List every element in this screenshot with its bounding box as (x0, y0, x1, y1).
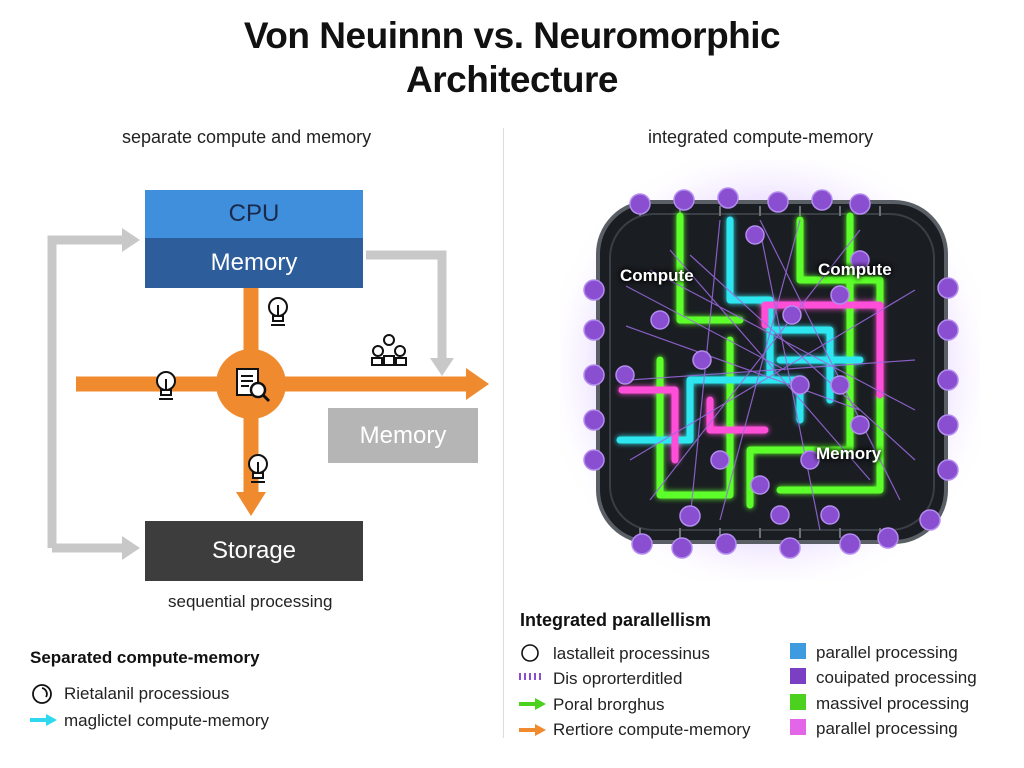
gray-right-drop-line (366, 250, 447, 360)
swatch-pink (790, 719, 806, 735)
left-subtitle: separate compute and memory (122, 127, 372, 147)
orange-arrow-icon (519, 724, 546, 736)
left-legend-title: Separated compute-memory (30, 648, 260, 667)
gray-arrowhead-right (122, 228, 140, 252)
cyan-arrow-icon (30, 714, 57, 726)
swatch-green (790, 694, 806, 710)
green-arrow-icon (519, 698, 546, 710)
lightbulb-icon (268, 297, 288, 326)
right-legend-item-2: Dis oprorterditled (553, 669, 683, 688)
cpu-box: CPU (145, 190, 363, 238)
right-legend-title: Integrated parallellism (520, 610, 712, 630)
orange-arrowhead-down (236, 492, 266, 516)
gray-arrowhead-down (430, 358, 454, 376)
left-legend-item-1: Rietalanil processious (64, 684, 230, 703)
lightbulb-icon (156, 371, 176, 400)
clock-icon (32, 684, 52, 704)
purple-dotted-line-icon (519, 673, 541, 680)
memory-box: Memory (145, 238, 363, 288)
gray-arrowhead-right-bottom (122, 536, 140, 560)
people-group-icon (371, 334, 407, 366)
right-color-item-1: parallel processing (816, 643, 958, 662)
right-legend-item-3: Poral brorghus (553, 695, 665, 714)
orange-arrowhead-right (466, 368, 489, 400)
right-color-item-2: couipated processing (816, 668, 977, 687)
gray-loop-top-line (47, 235, 125, 548)
neuromorphic-chip (560, 160, 980, 580)
right-subtitle: integrated compute-memory (648, 127, 874, 147)
storage-box: Storage (145, 521, 363, 581)
page-title: Von Neuinnn vs. Neuromorphic Architectur… (243, 15, 781, 100)
circle-outline-icon (521, 644, 539, 662)
lightbulb-icon (248, 454, 268, 483)
swatch-purple (790, 668, 806, 684)
left-legend-item-2: maglicteI compute-memory (64, 711, 270, 730)
panel-divider (503, 128, 504, 738)
chip-memory-label: Memory (816, 444, 882, 463)
memory-box-secondary: Memory (328, 408, 478, 463)
chip-compute-label-right: Compute (818, 260, 892, 279)
chip-compute-label-left: Compute (620, 266, 694, 285)
right-legend-item-1: lastalleit processinus (553, 644, 710, 663)
document-search-icon (236, 368, 271, 403)
right-color-item-3: massivel processing (816, 694, 970, 713)
left-caption: sequential processing (168, 592, 333, 611)
right-legend-item-4: Rertiore compute-memory (553, 720, 751, 739)
swatch-blue (790, 643, 806, 659)
right-color-item-4: parallel processing (816, 719, 958, 738)
